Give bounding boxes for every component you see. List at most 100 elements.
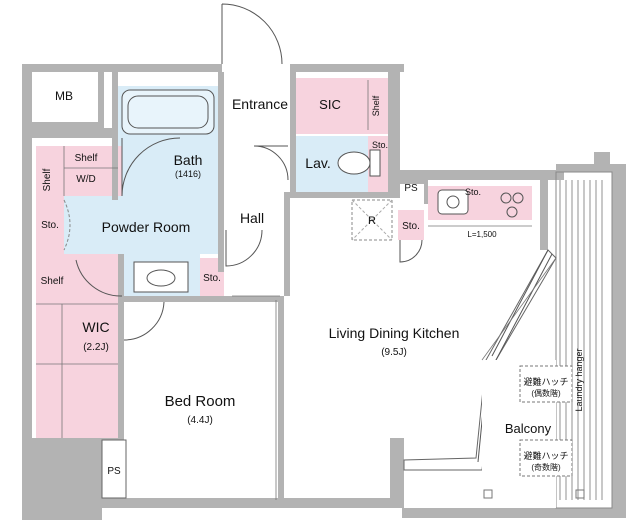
sic-fill (296, 78, 388, 134)
window-line (495, 253, 553, 361)
wd-shelf-label: Shelf (75, 153, 98, 164)
stove-burner (500, 192, 512, 204)
wall (22, 64, 32, 520)
fridge-diagonal (351, 199, 393, 241)
wall (22, 72, 28, 122)
sto-hall-label: Sto. (203, 273, 221, 284)
hatch-top-box (519, 365, 573, 403)
wall (290, 192, 394, 198)
window-line (491, 249, 549, 357)
bath-label: Bath (174, 152, 203, 168)
wall (390, 438, 404, 508)
wall (556, 164, 626, 172)
wall (22, 122, 104, 128)
bathtub-inner (127, 95, 209, 129)
fridge-label: R (368, 215, 376, 227)
sto-left-label: Sto. (41, 220, 59, 231)
wall (402, 508, 626, 518)
toilet-tank (369, 149, 381, 177)
powder-door (225, 229, 263, 267)
wic-fill (36, 254, 122, 438)
hatch-bottom-box (519, 439, 573, 477)
wic-door (75, 259, 123, 297)
wic-shelf-label: Shelf (41, 276, 64, 287)
sto-left-door (63, 199, 71, 251)
balcony-rail (555, 171, 613, 509)
wall (612, 172, 626, 518)
ps-bottom-box (101, 439, 127, 499)
stove-burner (512, 192, 524, 204)
bedroom-door (123, 301, 165, 341)
bed-size-label: (4.4J) (187, 415, 213, 426)
toilet (337, 151, 371, 175)
hatch-bottom-label: 避難ハッチ (523, 450, 568, 461)
wall (398, 178, 424, 184)
wall (594, 152, 610, 164)
walls (22, 64, 626, 520)
wall (22, 64, 222, 72)
fixtures (36, 3, 585, 500)
fridge-diagonal (351, 199, 393, 241)
powder-room-fill (36, 196, 222, 254)
fridge-space (351, 199, 393, 241)
sic-shelf-label: Shelf (371, 95, 381, 116)
wall (540, 180, 548, 250)
wic-size-label: (2.2J) (83, 342, 109, 353)
wall (388, 170, 564, 180)
room-labels: MB Entrance SIC Shelf Bath (1416) Lav. S… (41, 89, 584, 477)
wall (98, 72, 104, 122)
wic-label: WIC (82, 319, 109, 335)
kitchen-length-label: L=1,500 (467, 230, 497, 239)
sto-door (399, 239, 423, 263)
sto-kitchen-fill (398, 210, 424, 240)
sto-lav-label: Sto. (372, 140, 388, 150)
balcony-drain (575, 489, 585, 499)
balcony-label: Balcony (505, 421, 552, 436)
wall (118, 254, 124, 440)
mb-label: MB (55, 89, 73, 103)
kitchen-sink (437, 189, 469, 215)
wall (32, 438, 122, 442)
wall (290, 64, 404, 72)
wall (218, 72, 224, 272)
sto-left-fill (36, 196, 64, 254)
entrance-door (221, 3, 283, 65)
bath-size-label: (1416) (175, 169, 201, 179)
ldk-label: Living Dining Kitchen (329, 325, 460, 341)
powder-room-label: Powder Room (102, 219, 191, 235)
wall (290, 72, 296, 192)
wall (424, 178, 428, 204)
wall (388, 64, 400, 198)
wall (22, 440, 102, 520)
wall (112, 72, 118, 200)
wd-label: W/D (76, 174, 95, 185)
washbasin-bowl (146, 269, 176, 287)
sic-label: SIC (319, 97, 341, 112)
wall (122, 296, 282, 302)
bed-room-label: Bed Room (165, 393, 236, 410)
wd-fill (36, 146, 122, 196)
ldk-size-label: (9.5J) (381, 347, 407, 358)
hatch-top-label: 避難ハッチ (523, 376, 568, 387)
stove-burner (506, 206, 518, 218)
laundry-hanger-label: Laundry hanger (574, 348, 584, 411)
wall (284, 192, 290, 296)
balcony-area (403, 171, 613, 509)
ps-bottom-label: PS (107, 466, 121, 477)
washbasin (133, 261, 189, 293)
sink-drain (446, 195, 460, 209)
entrance-label: Entrance (232, 96, 288, 112)
bathtub (121, 89, 215, 135)
hall-label: Hall (240, 210, 264, 226)
sto-kitchen-label: Sto. (402, 221, 420, 232)
bath-door (121, 137, 181, 197)
lav-door (253, 145, 289, 181)
ps-top-label: PS (404, 183, 418, 194)
hatch-top-sublabel: (偶数階) (531, 388, 561, 398)
hatch-bottom-sublabel: (奇数階) (531, 462, 561, 472)
sto-kitchen-top-label: Sto. (465, 187, 481, 197)
bath-lower-fill (118, 138, 218, 198)
balcony-edge (481, 257, 557, 361)
wall (278, 296, 284, 500)
